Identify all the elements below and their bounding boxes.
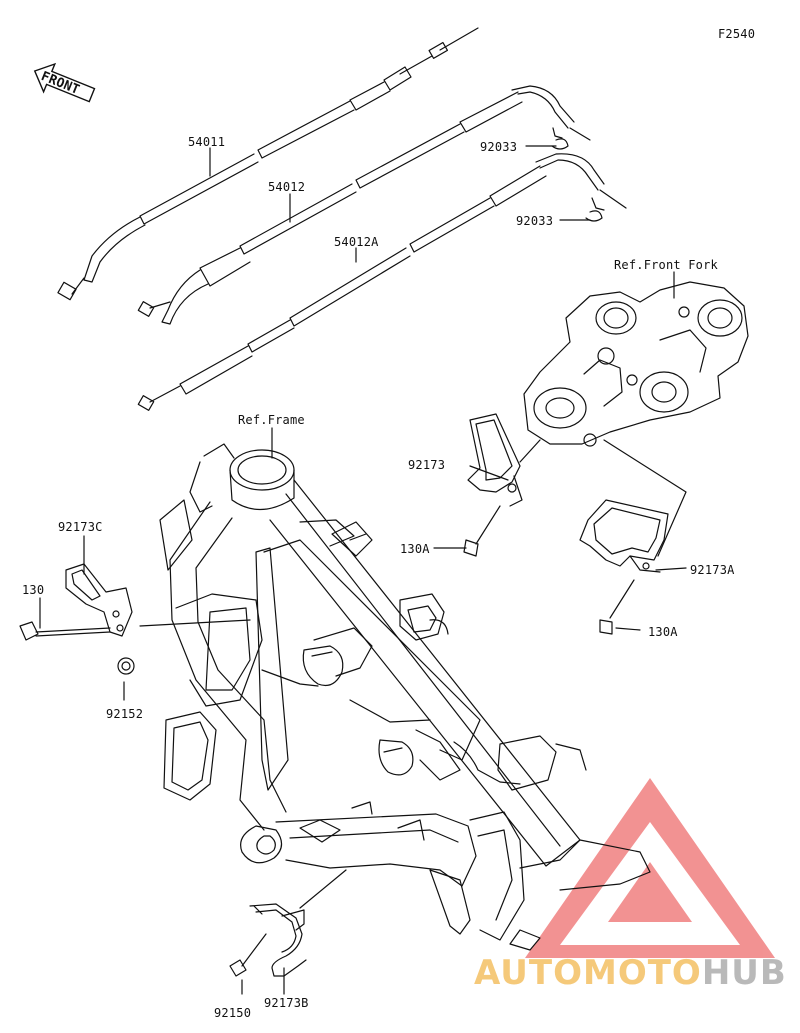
ref-front-fork-label: Ref.Front Fork [614,258,718,272]
cable-54012 [137,85,591,325]
part-label-92033-top: 92033 [480,140,518,154]
part-label-92173c: 92173C [58,520,103,534]
part-label-92152: 92152 [106,707,144,721]
bolt-130 [19,621,111,641]
collar-92152 [117,657,135,675]
watermark-triangle [525,778,775,958]
part-label-92173a: 92173A [690,563,735,577]
bolt-92150 [229,933,267,977]
part-label-92173b: 92173B [264,996,309,1010]
bolt-130a-left [463,539,479,557]
part-label-92150: 92150 [214,1006,252,1020]
part-label-130a-right: 130A [648,625,678,639]
clamp-92033-top [551,138,569,150]
part-label-54011: 54011 [188,135,226,149]
cable-54011 [57,27,479,301]
clamp-92033-bottom [585,210,603,222]
hook-92173b [249,903,307,977]
bracket-92173 [467,413,541,545]
part-label-130a-left: 130A [400,542,430,556]
bracket-92173c [65,563,133,637]
ref-frame-label: Ref.Frame [238,413,305,427]
front-arrow-icon [33,62,96,103]
front-fork-bracket [523,281,749,447]
watermark-text: AUTOMOTOHUB [474,956,787,990]
cable-54012a [137,153,627,411]
part-label-92033-bottom: 92033 [516,214,554,228]
part-label-92173: 92173 [408,458,446,472]
bolt-130a-right [599,619,613,635]
part-label-54012a: 54012A [334,235,379,249]
bracket-92173a [579,499,669,619]
watermark-part-2: MOTO [582,953,702,993]
part-label-130: 130 [22,583,45,597]
leader-lines [39,145,687,995]
figure-code: F2540 [718,27,756,41]
watermark-part-1: AUTO [474,953,583,993]
watermark-part-3: HUB [701,953,787,993]
frame [159,443,651,951]
part-label-54012: 54012 [268,180,306,194]
